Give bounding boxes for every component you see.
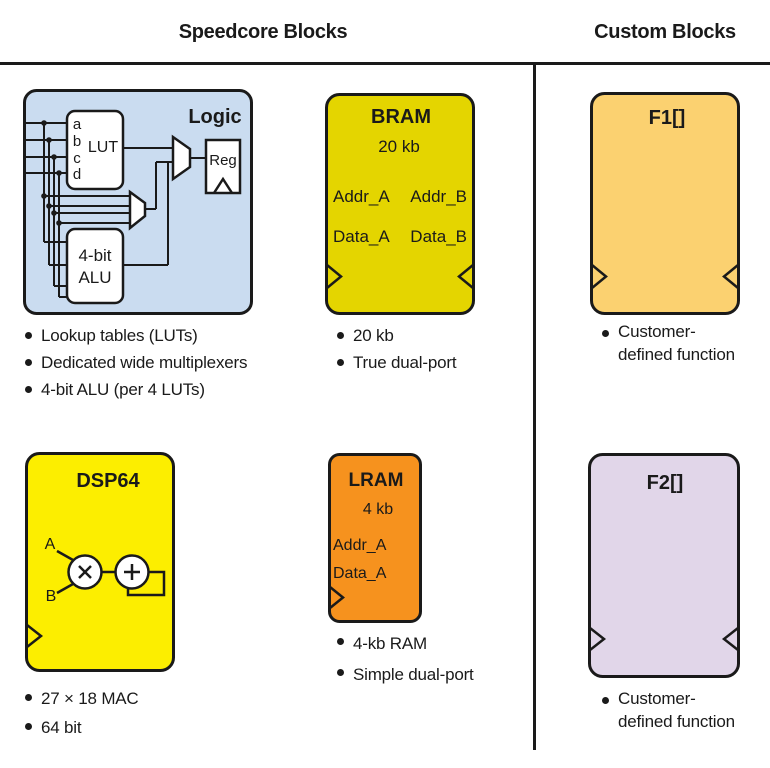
bullet-item: Dedicated wide multiplexers [25,349,247,376]
alu-label-line2: ALU [78,268,111,287]
bullet-item: Customer- defined function [602,320,735,366]
wide-mux-icon [128,189,147,231]
reg-box [204,138,242,195]
bullet-text: 64 bit [41,718,82,737]
clock-chevron-left-icon [326,264,343,289]
output-mux-icon [171,134,192,182]
f1-bullet-list: Customer- defined function [602,320,735,366]
bullet-text: 4-bit ALU (per 4 LUTs) [41,380,205,399]
bullet-text: Customer- defined function [618,687,735,733]
f2-block-figure: F2[] [588,453,740,678]
lut-input-wires [25,120,130,298]
f1-title: F1[] [649,107,686,129]
bram-block-figure: BRAM 20 kb Addr_A Addr_B Data_A Data_B [325,93,475,315]
dsp-input-b-label: B [46,588,57,605]
lut-input-d-label: d [73,166,81,183]
reg-label: Reg [209,152,237,169]
lram-block-figure: LRAM 4 kb Addr_A Data_A [328,453,422,623]
bullet-item: Lookup tables (LUTs) [25,322,247,349]
clock-chevron-left-icon [329,586,345,609]
lut-input-c-label: c [73,150,81,167]
clock-chevron-left-icon [591,264,608,289]
bullet-item: 20 kb [337,322,456,349]
mac-circuit [56,549,166,597]
bullet-item: Simple dual-port [337,659,474,690]
bram-title: BRAM [371,106,431,128]
clock-chevron-right-icon [457,264,474,289]
lut-label: LUT [88,139,118,156]
lut-input-b-label: b [73,133,81,150]
bram-size-label: 20 kb [378,137,420,156]
f1-block [590,92,740,315]
bullet-text: Simple dual-port [353,665,474,684]
lram-block [328,453,422,623]
bullet-text: True dual-port [353,353,457,372]
bram-port-addr-b: Addr_B [410,187,467,206]
accumulator-feedback-wire [126,570,166,597]
f1-block-figure: F1[] [590,92,740,315]
lram-port-data-a: Data_A [333,565,387,582]
f2-title: F2[] [647,472,684,494]
f2-bullet-list: Customer- defined function [602,687,735,733]
bullet-text: Customer- defined function [618,320,735,366]
lram-size-label: 4 kb [363,501,393,518]
bullet-text: Lookup tables (LUTs) [41,326,198,345]
dsp-input-a-label: A [45,536,56,553]
bullet-item: True dual-port [337,349,457,376]
bullet-line2: defined function [618,712,735,731]
bullet-line2: defined function [618,345,735,364]
bullet-line1: Customer- [618,689,696,708]
bullet-text: 4-kb RAM [353,634,427,653]
logic-title: Logic [188,106,241,128]
dsp-bullet-list: 27 × 18 MAC 64 bit [25,684,139,742]
alu-box [65,227,125,305]
clock-chevron-left-icon [589,627,607,651]
reg-clock-triangle-icon [212,176,234,194]
lram-title: LRAM [349,470,404,491]
bullet-line1: Customer- [618,322,696,341]
lut-box [65,109,125,191]
bullet-item: 4-bit ALU (per 4 LUTs) [25,376,247,403]
bullet-item: 4-kb RAM [337,628,474,659]
f2-block [588,453,740,678]
horizontal-divider [0,62,770,65]
bram-bullet-list: 20 kb True dual-port [337,322,457,376]
bullet-item: 64 bit [25,713,139,742]
lram-port-addr-a: Addr_A [333,537,387,554]
custom-blocks-title: Custom Blocks [594,21,736,43]
logic-block-figure: Logic [23,89,253,315]
clock-chevron-right-icon [721,627,739,651]
bullet-text: 27 × 18 MAC [41,689,139,708]
lut-input-a-label: a [73,116,82,133]
bram-port-addr-a: Addr_A [333,187,390,206]
bram-port-data-a: Data_A [333,227,390,246]
speedcore-blocks-title: Speedcore Blocks [178,21,348,43]
bullet-item: Customer- defined function [602,687,735,733]
bram-block [325,93,475,315]
logic-bullet-list: Lookup tables (LUTs) Dedicated wide mult… [25,322,247,403]
vertical-divider [533,62,536,750]
bullet-text: Dedicated wide multiplexers [41,353,248,372]
bram-port-data-b: Data_B [410,227,467,246]
bullet-item: 27 × 18 MAC [25,684,139,713]
clock-chevron-left-icon [26,624,44,648]
alu-label-line1: 4-bit [78,246,111,265]
clock-chevron-right-icon [722,264,739,289]
bullet-text: 20 kb [353,326,394,345]
lram-bullet-list: 4-kb RAM Simple dual-port [337,628,474,690]
dsp-block [25,452,175,672]
dsp-title: DSP64 [76,470,140,492]
dsp-block-figure: DSP64 A B [25,452,175,672]
